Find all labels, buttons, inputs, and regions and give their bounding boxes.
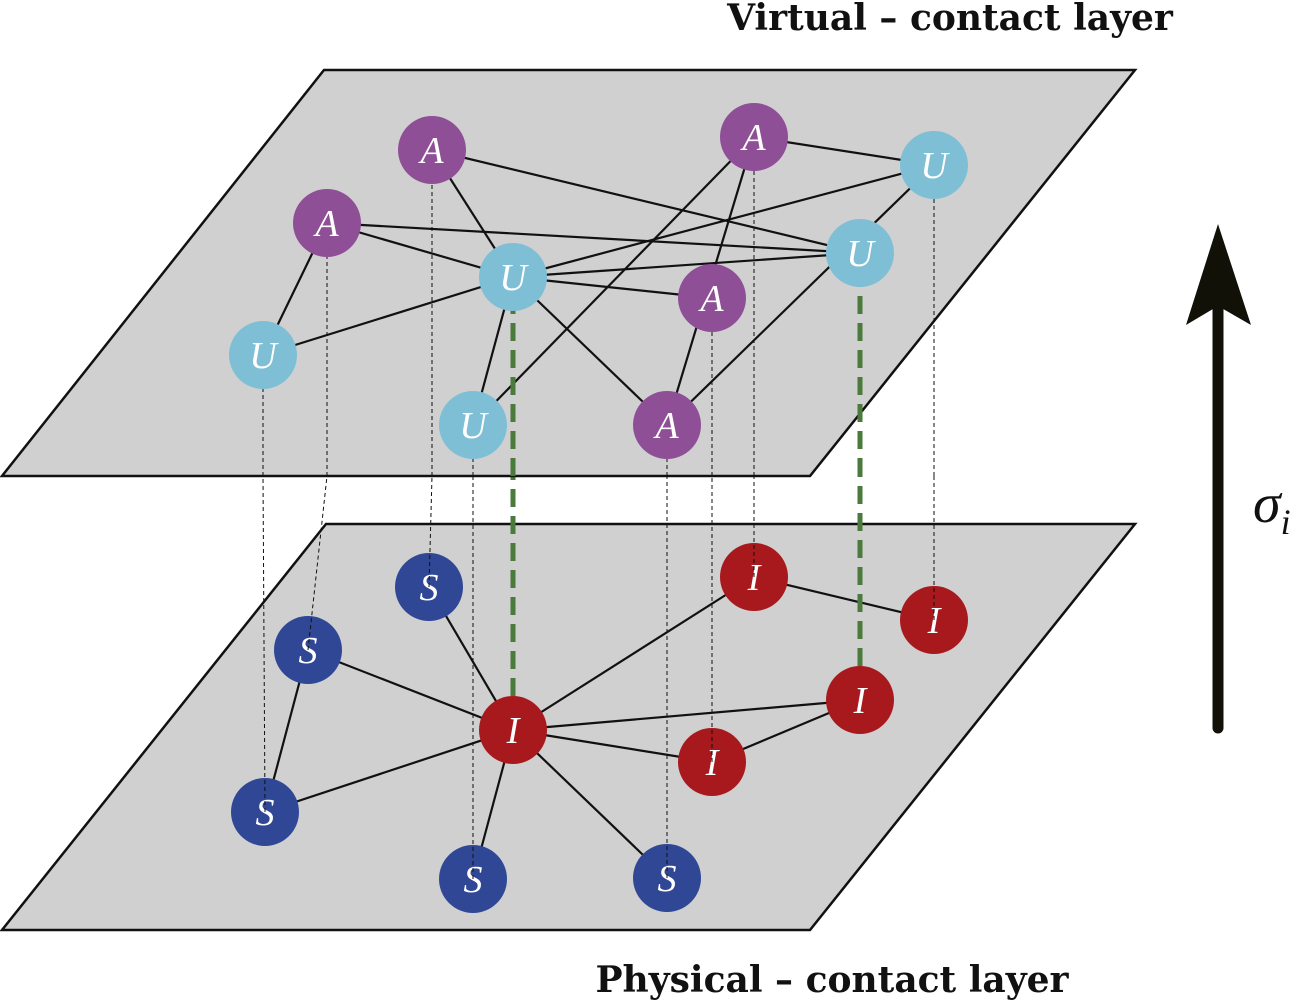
projection-line-v3-p3 xyxy=(307,475,328,651)
virtual-edge-v2-v5 xyxy=(262,275,514,357)
virtual-node-v7: A xyxy=(678,264,746,332)
interlayer-projections xyxy=(262,475,935,879)
node-state-label: U xyxy=(499,257,529,299)
virtual-edges xyxy=(262,135,935,426)
node-state-label: U xyxy=(459,405,489,447)
virtual-node-v5: U xyxy=(479,243,547,311)
node-circle xyxy=(398,116,466,184)
virtual-node-v2: U xyxy=(229,321,297,389)
node-state-label: A xyxy=(739,117,766,159)
node-state-label: I xyxy=(705,742,721,784)
node-state-label: S xyxy=(658,858,677,900)
sigma-label: σi xyxy=(1253,473,1291,542)
node-circle xyxy=(293,189,361,257)
physical-node-p5: I xyxy=(479,696,547,764)
node-circle xyxy=(678,264,746,332)
physical-edge-p5-p10 xyxy=(512,729,668,879)
node-state-label: S xyxy=(464,859,483,901)
sigma-arrow-head xyxy=(1186,224,1251,325)
node-circle xyxy=(479,696,547,764)
node-circle xyxy=(229,321,297,389)
sigma-arrow xyxy=(1186,224,1251,734)
node-circle xyxy=(720,103,788,171)
node-state-label: U xyxy=(920,145,950,187)
node-state-label: A xyxy=(312,203,339,245)
virtual-node-v6: U xyxy=(900,131,968,199)
virtual-node-v1: A xyxy=(398,116,466,184)
virtual-node-v3: A xyxy=(293,189,361,257)
sigma-symbol: σ xyxy=(1253,473,1283,535)
physical-layer-plane xyxy=(0,522,1138,932)
projection-line-v2-p2 xyxy=(262,475,266,813)
node-state-label: I xyxy=(506,710,522,752)
virtual-edge-v6-v9 xyxy=(666,164,935,426)
virtual-edge-v5-v9 xyxy=(512,276,668,426)
node-circle xyxy=(479,243,547,311)
physical-edge-p4-p5 xyxy=(512,576,755,731)
virtual-node-v9: A xyxy=(633,391,701,459)
physical-edge-p5-p9 xyxy=(512,698,861,732)
virtual-node-v10: U xyxy=(439,391,507,459)
sigma-subscript: i xyxy=(1281,502,1291,542)
virtual-edge-v5-v6 xyxy=(512,163,935,279)
virtual-edge-v1-v8 xyxy=(431,148,861,255)
node-state-label: S xyxy=(256,792,275,834)
projection-line-v1-p1 xyxy=(428,475,433,588)
node-state-label: S xyxy=(420,567,439,609)
node-circle xyxy=(826,219,894,287)
node-state-label: S xyxy=(299,630,318,672)
interlayer-couplings xyxy=(510,476,863,696)
node-state-label: A xyxy=(417,130,444,172)
physical-layer-title: Physical – contact layer xyxy=(595,959,1069,1001)
virtual-edge-v3-v8 xyxy=(326,221,861,255)
virtual-node-v8: U xyxy=(826,219,894,287)
node-state-label: U xyxy=(846,233,876,275)
node-circle xyxy=(439,391,507,459)
node-state-label: U xyxy=(249,335,279,377)
virtual-nodes: A U A A U U A U A U xyxy=(229,103,968,459)
virtual-edge-v5-v8 xyxy=(512,251,861,279)
node-state-label: A xyxy=(652,405,679,447)
node-circle xyxy=(900,131,968,199)
node-circle xyxy=(633,391,701,459)
physical-edge-p3-p5 xyxy=(307,648,514,732)
node-state-label: I xyxy=(927,600,943,642)
virtual-node-v4: A xyxy=(720,103,788,171)
node-state-label: I xyxy=(747,557,763,599)
node-state-label: I xyxy=(853,680,869,722)
node-state-label: A xyxy=(697,278,724,320)
virtual-edge-v4-v10 xyxy=(472,136,755,426)
physical-node-p9: I xyxy=(826,666,894,734)
physical-edge-p2-p5 xyxy=(264,728,514,814)
node-circle xyxy=(826,666,894,734)
virtual-layer-title: Virtual – contact layer xyxy=(726,0,1174,39)
